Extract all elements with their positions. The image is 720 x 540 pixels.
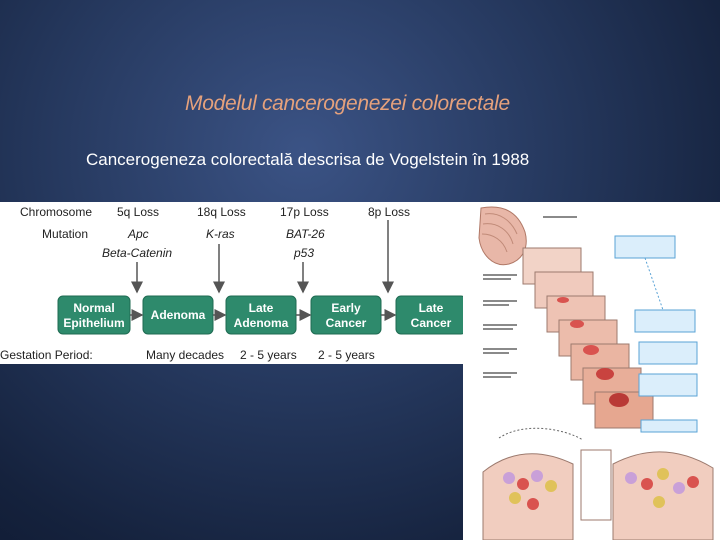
stage-early-cancer: Early Cancer <box>310 295 382 335</box>
loss-8p: 8p Loss <box>368 205 410 219</box>
mutation-beta-catenin: Beta-Catenin <box>102 246 172 260</box>
mutation-apc: Apc <box>127 227 149 241</box>
colon-segment-image <box>478 206 527 266</box>
stage-late-cancer: Late Cancer <box>395 295 463 335</box>
progression-diagram: Chromosome Mutation Gestation Period: 5q… <box>0 202 463 364</box>
svg-text:Normal: Normal <box>73 301 114 315</box>
gestation-3: 2 - 5 years <box>318 348 375 362</box>
colon-progression-illustration <box>463 202 720 540</box>
loss-18q: 18q Loss <box>197 205 246 219</box>
svg-text:Adenoma: Adenoma <box>151 308 206 322</box>
svg-text:Epithelium: Epithelium <box>63 316 124 330</box>
left-caption-lines <box>483 216 577 378</box>
svg-text:Adenoma: Adenoma <box>234 316 289 330</box>
slide-subtitle: Cancerogeneza colorectală descrisa de Vo… <box>86 150 530 169</box>
stage-adenoma: Adenoma <box>142 295 214 335</box>
svg-text:Late: Late <box>419 301 444 315</box>
svg-text:Late: Late <box>249 301 274 315</box>
loss-5q: 5q Loss <box>117 205 159 219</box>
right-callouts <box>614 235 698 433</box>
svg-text:Cancer: Cancer <box>326 316 367 330</box>
svg-text:Cancer: Cancer <box>411 316 452 330</box>
gestation-2: 2 - 5 years <box>240 348 297 362</box>
loss-17p: 17p Loss <box>280 205 329 219</box>
label-chromosome: Chromosome <box>20 205 92 219</box>
tumor-cross-section <box>482 427 714 540</box>
slide-title: Modelul cancerogenezei colorectale <box>185 92 510 115</box>
tissue-panel-stack <box>522 247 654 429</box>
gestation-1: Many decades <box>146 348 224 362</box>
label-mutation: Mutation <box>42 227 88 241</box>
label-gestation: Gestation Period: <box>0 348 93 362</box>
stage-late-adenoma: Late Adenoma <box>225 295 297 335</box>
stage-normal-epithelium: Normal Epithelium <box>57 295 131 335</box>
mutation-bat-26: BAT-26 <box>286 227 325 241</box>
svg-text:Early: Early <box>331 301 361 315</box>
mutation-k-ras: K-ras <box>206 227 235 241</box>
mutation-p53: p53 <box>293 246 314 260</box>
